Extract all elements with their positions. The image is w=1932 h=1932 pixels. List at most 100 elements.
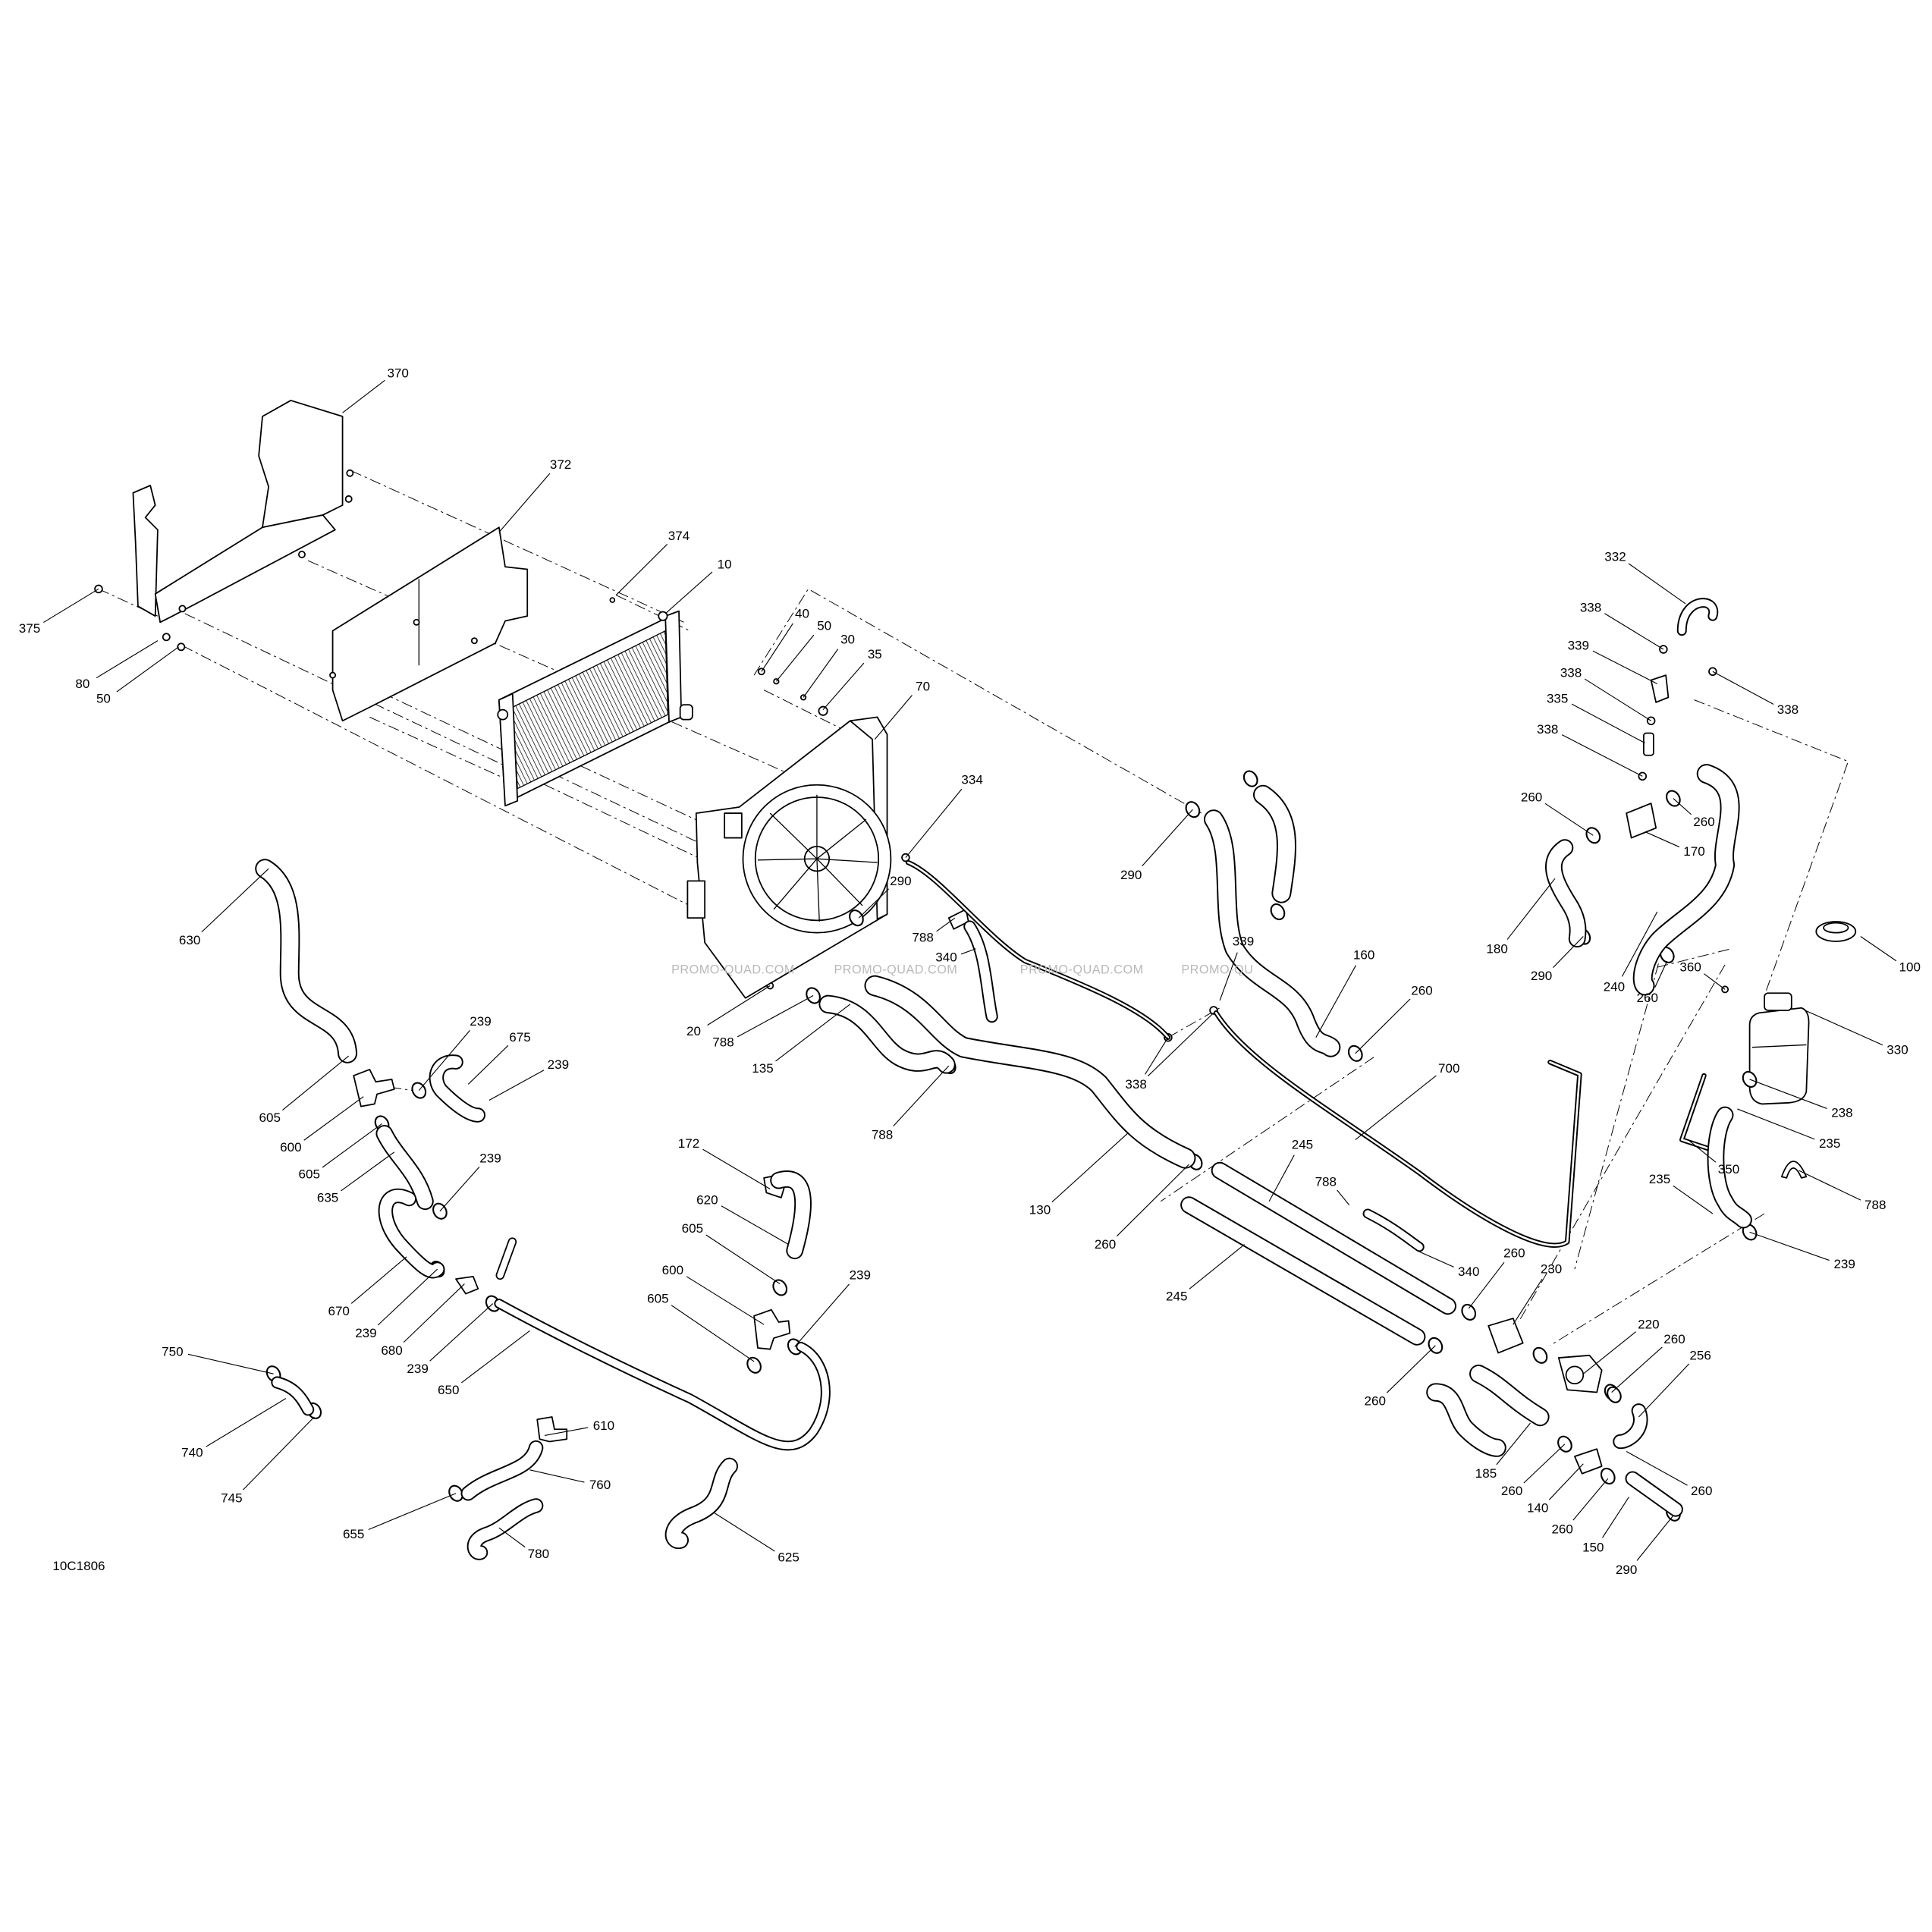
callout-235: 235	[1649, 1172, 1714, 1214]
callout-number: 600	[280, 1140, 301, 1154]
leader-line	[206, 1398, 287, 1447]
watermark-text: PROMO-QUAD.COM	[1020, 963, 1144, 976]
callout-290: 290	[858, 874, 912, 919]
callout-760: 760	[529, 1469, 611, 1492]
leader-line	[775, 634, 815, 682]
callout-number: 610	[593, 1418, 614, 1433]
leader-line	[1645, 831, 1680, 848]
leader-line	[377, 1268, 438, 1326]
leader-line	[794, 1283, 850, 1347]
fasteners	[94, 584, 1729, 1042]
callout-number: 339	[1233, 935, 1254, 949]
leader-line	[1561, 734, 1643, 777]
leader-line	[544, 1427, 589, 1436]
hose-clamp	[1270, 903, 1286, 921]
leader-line	[439, 1166, 480, 1212]
hose-upper-185	[1469, 1364, 1550, 1427]
callout-338: 338	[1712, 671, 1798, 717]
callout-35: 35	[822, 647, 882, 711]
callout-number: 338	[1560, 665, 1582, 680]
callout-number: 635	[317, 1190, 338, 1205]
leader-line	[960, 948, 976, 955]
hose-135	[818, 994, 956, 1074]
leader-line	[1355, 1075, 1437, 1140]
hose-256	[1613, 1403, 1648, 1450]
leader-line	[403, 1283, 465, 1343]
hose-150	[1625, 1471, 1683, 1517]
callout-260: 260	[1365, 1345, 1436, 1408]
leader-line	[322, 1123, 382, 1168]
callout-number: 332	[1604, 550, 1626, 564]
callout-number: 235	[1649, 1172, 1670, 1186]
callout-number: 260	[1693, 815, 1714, 829]
callout-788: 788	[912, 917, 956, 945]
hose-clamp	[1242, 770, 1258, 787]
callout-600: 600	[662, 1263, 765, 1325]
callout-number: 339	[1568, 639, 1589, 653]
hose-upper	[1252, 784, 1296, 903]
callout-10: 10	[664, 557, 732, 614]
fan-assembly	[686, 716, 892, 999]
hose-630	[255, 859, 358, 1063]
leader-line	[201, 868, 269, 933]
hose-635	[375, 1125, 434, 1211]
callout-40: 40	[761, 606, 809, 672]
callout-number: 170	[1683, 844, 1704, 859]
hose-160	[1204, 809, 1341, 1057]
leader-line	[1805, 1010, 1883, 1046]
callout-339: 339	[1219, 935, 1254, 1001]
hose-760	[460, 1440, 544, 1501]
callout-650: 650	[438, 1330, 530, 1397]
leader-line	[488, 1070, 545, 1101]
callout-332: 332	[1604, 550, 1686, 605]
callout-230: 230	[1513, 1262, 1562, 1325]
callout-number: 338	[1580, 600, 1601, 614]
callout-number: 160	[1353, 947, 1374, 962]
callout-256: 256	[1638, 1348, 1711, 1418]
callout-30: 30	[803, 633, 855, 698]
leader-line	[1468, 1261, 1505, 1309]
leader-line	[529, 1469, 585, 1483]
callout-260: 260	[1673, 798, 1715, 829]
callout-700: 700	[1355, 1061, 1459, 1140]
callout-number: 220	[1638, 1318, 1659, 1332]
callout-70: 70	[874, 679, 930, 740]
callout-number: 700	[1438, 1061, 1459, 1076]
leader-line	[350, 1256, 407, 1304]
callout-number: 50	[817, 619, 831, 633]
callout-number: 245	[1166, 1289, 1187, 1303]
callout-number: 260	[1501, 1484, 1522, 1498]
leader-line	[1513, 1278, 1543, 1325]
callout-number: 35	[868, 647, 882, 661]
leader-line	[1268, 1154, 1295, 1202]
leader-line	[461, 1330, 530, 1384]
callout-239: 239	[407, 1303, 494, 1376]
leader-line	[1626, 1451, 1688, 1486]
callout-number: 620	[696, 1193, 718, 1208]
leader-line	[1582, 1331, 1636, 1374]
callout-239: 239	[355, 1268, 438, 1340]
callout-number: 239	[850, 1268, 871, 1283]
leader-line	[1673, 798, 1692, 815]
callout-number: 290	[1616, 1563, 1637, 1577]
callout-number: 370	[387, 366, 408, 381]
callout-number: 50	[96, 692, 111, 706]
callout-238: 238	[1749, 1079, 1853, 1120]
callout-239: 239	[418, 1014, 492, 1091]
hose-625	[664, 1457, 738, 1549]
callout-610: 610	[544, 1418, 614, 1436]
callout-338: 338	[1580, 600, 1664, 650]
callout-100: 100	[1860, 936, 1921, 975]
pipe-650	[494, 1299, 831, 1451]
leader-line	[1604, 613, 1664, 650]
leader-line	[303, 1096, 364, 1141]
callout-620: 620	[696, 1193, 789, 1246]
hose-clamp	[1461, 1303, 1477, 1321]
callout-number: 780	[528, 1547, 549, 1561]
callout-338: 338	[1560, 665, 1651, 721]
leader-line	[1712, 671, 1774, 705]
callout-number: 180	[1486, 941, 1507, 956]
callout-number: 655	[343, 1527, 364, 1541]
leader-line	[243, 1416, 315, 1491]
callout-130: 130	[1029, 1132, 1128, 1217]
